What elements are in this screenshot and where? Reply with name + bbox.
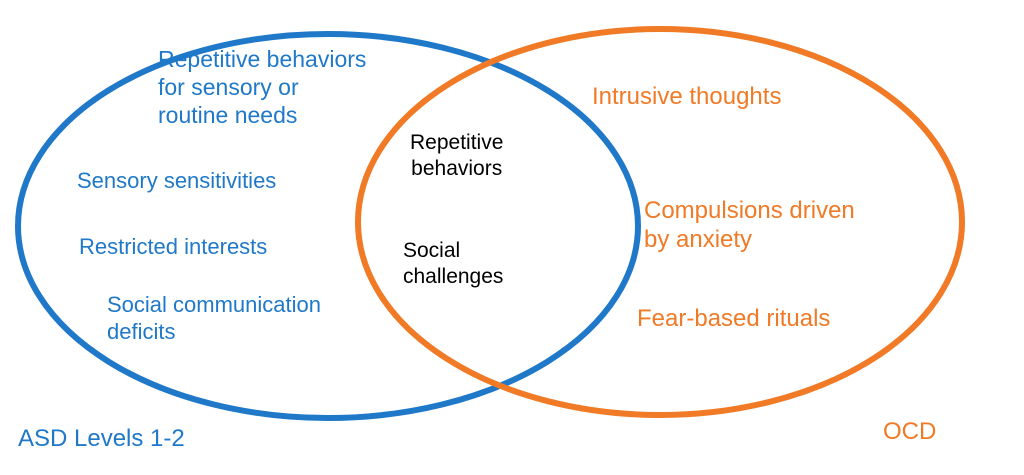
ocd-item-fear-based-rituals: Fear-based rituals <box>637 305 831 332</box>
asd-set-label: ASD Levels 1-2 <box>18 425 185 452</box>
asd-item-restricted-interests: Restricted interests <box>79 234 268 259</box>
ocd-item-intrusive-thoughts: Intrusive thoughts <box>592 83 782 110</box>
overlap-item-social-challenges: Social challenges <box>403 239 504 288</box>
asd-item-social-communication: Social communication deficits <box>107 292 321 344</box>
asd-circle <box>15 31 641 421</box>
ocd-item-compulsions: Compulsions driven by anxiety <box>644 197 855 254</box>
ocd-circle <box>355 26 965 418</box>
overlap-item-repetitive-behaviors: Repetitive behaviors <box>410 131 504 180</box>
asd-item-repetitive-behaviors: Repetitive behaviors for sensory or rout… <box>158 46 367 129</box>
asd-item-sensory-sensitivities: Sensory sensitivities <box>77 168 277 193</box>
ocd-set-label: OCD <box>883 418 937 445</box>
